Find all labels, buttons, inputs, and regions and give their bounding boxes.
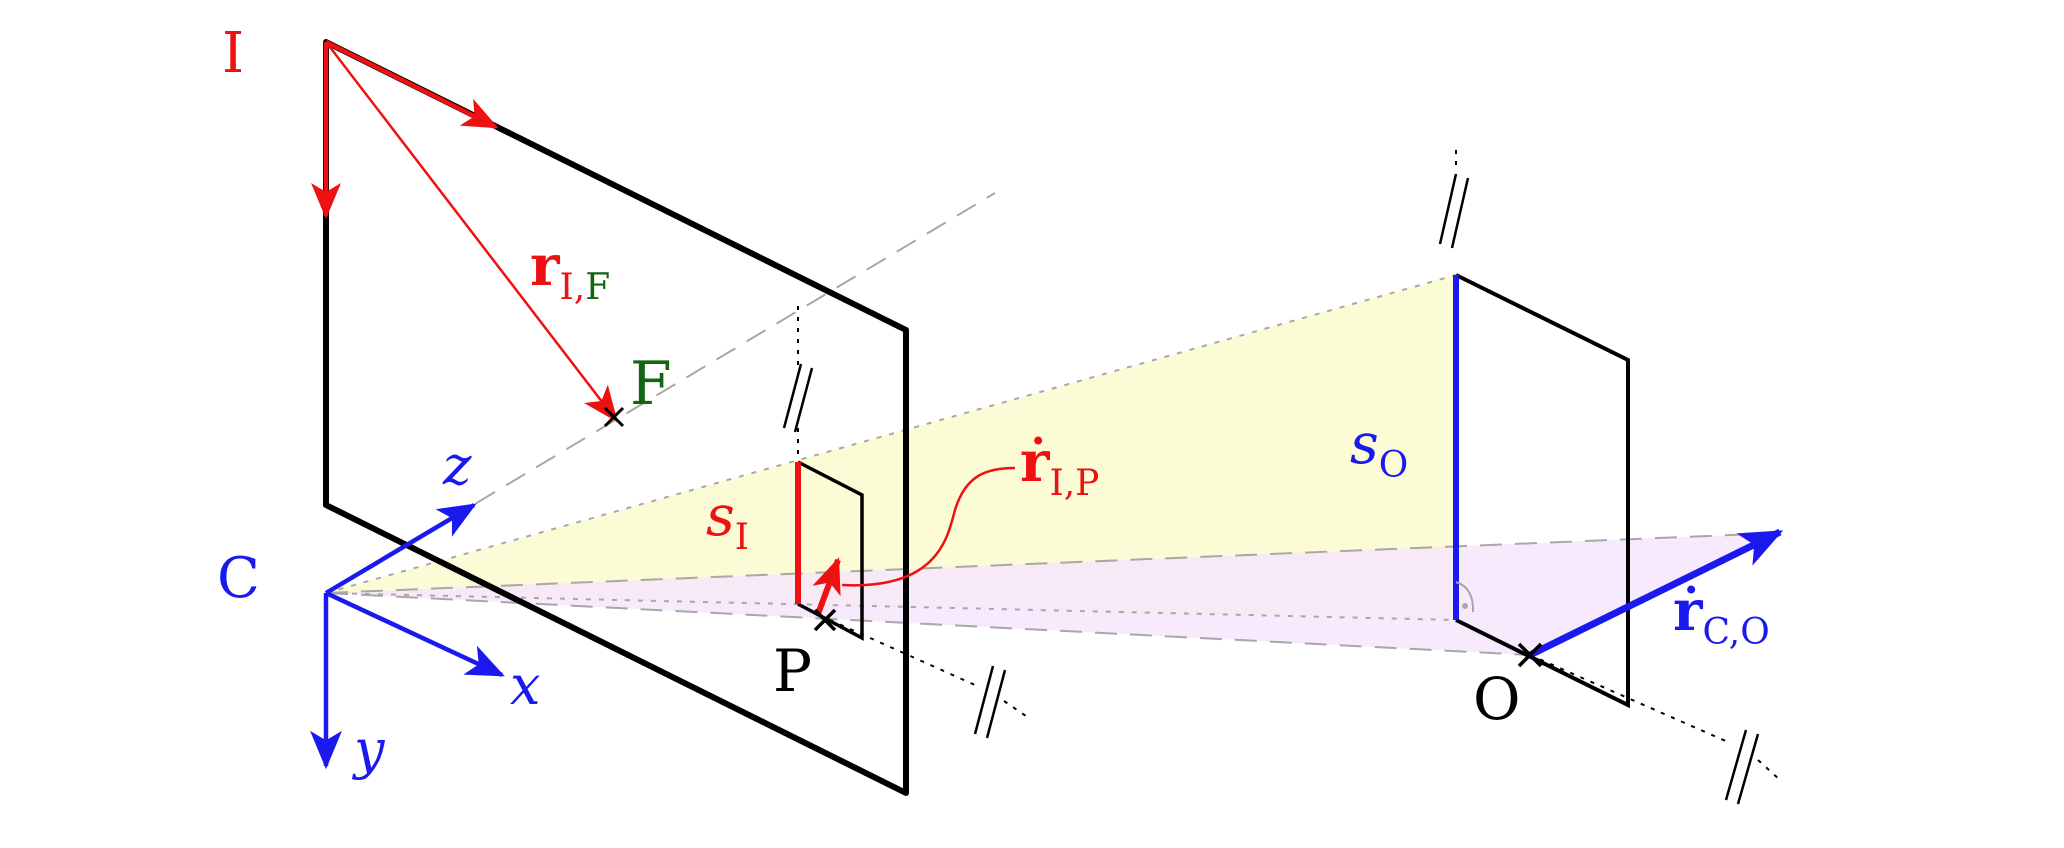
- image-point-marker: [813, 608, 837, 632]
- label-rdot-CO: ṙC,O: [1673, 578, 1770, 653]
- image-plane: [323, 39, 909, 796]
- construction-lines: [325, 192, 1781, 656]
- object-point-marker: [1517, 642, 1543, 668]
- label-s-O: sO: [1350, 412, 1408, 486]
- depth-guides: [797, 150, 1781, 781]
- projection-cone-purple: [326, 533, 1780, 655]
- camera-x-axis: [325, 590, 505, 678]
- leader-rdot-IP: [841, 466, 1016, 587]
- vector-rdot-CO: [1528, 528, 1784, 659]
- vector-rdot-IP: [812, 557, 841, 616]
- depth-line-o-end: [1757, 759, 1781, 781]
- label-r-IF: rI,F: [530, 233, 610, 308]
- label-camera-center: C: [217, 546, 260, 611]
- label-axis-z: z: [442, 434, 472, 497]
- label-focal-point: F: [630, 349, 672, 419]
- object-plane-outline: [1455, 273, 1630, 709]
- depth-line-o: [1529, 654, 1729, 743]
- focal-point-marker: [603, 406, 625, 428]
- right-angle-mark: [1455, 581, 1475, 613]
- label-axis-y: y: [352, 718, 386, 781]
- ray-to-object-top: [325, 274, 1457, 594]
- label-image-point: P: [773, 637, 812, 705]
- break-marks: [782, 173, 1760, 805]
- ray-to-object-point: [325, 592, 1531, 656]
- label-object-point: O: [1473, 665, 1521, 733]
- label-image-origin: I: [222, 21, 244, 86]
- optical-axis-line: [325, 192, 996, 594]
- right-angle-dot: [1462, 603, 1468, 609]
- projection-cone-yellow: [326, 275, 1456, 620]
- camera-z-axis: [324, 503, 477, 595]
- label-s-I: sI: [706, 484, 749, 558]
- label-rdot-IP: ṙI,P: [1020, 429, 1099, 504]
- label-axis-x: x: [510, 654, 540, 717]
- vector-r-IF: [325, 41, 618, 423]
- depth-line-p-end: [1003, 700, 1027, 717]
- depth-line-p: [829, 619, 976, 686]
- image-x-axis-arrow: [324, 39, 499, 130]
